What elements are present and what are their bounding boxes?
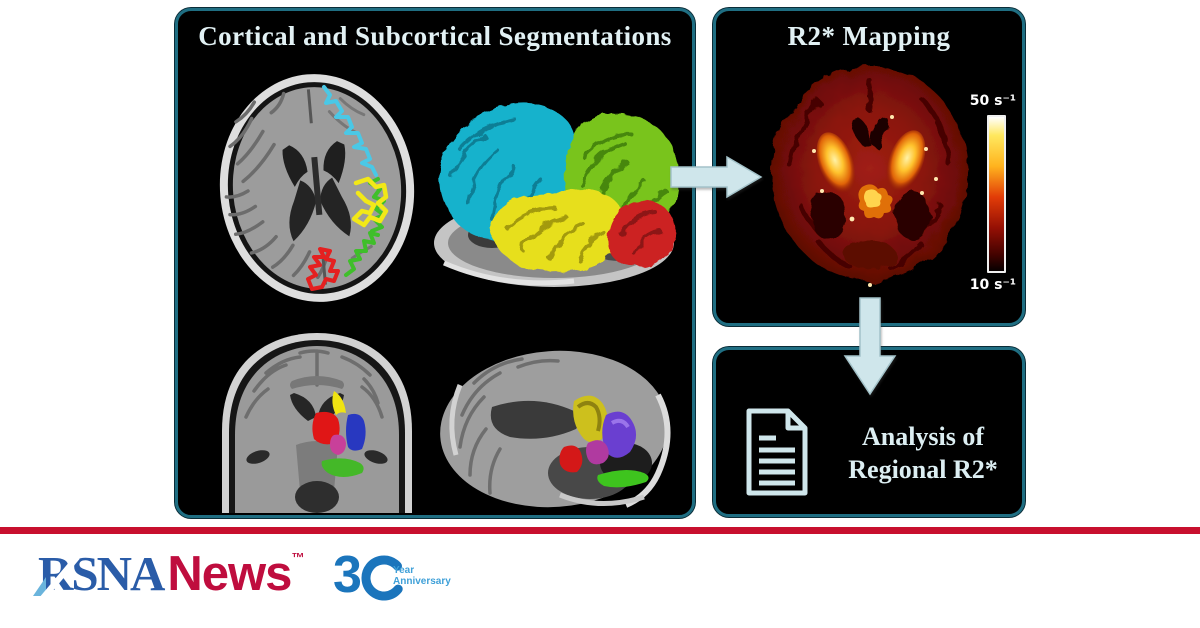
red-divider-line [0,527,1200,534]
anniversary-number: 3 [333,546,362,604]
r2-panel-title: R2* Mapping [787,21,951,51]
document-icon [746,408,808,496]
segmentation-panel: Cortical and Subcortical Segmentations [175,8,695,518]
anniversary-zero-ring [361,555,407,601]
rsna-news-logo: RSNA News™ [33,547,305,605]
r2-colorbar [987,115,1006,273]
trademark-symbol: ™ [291,550,305,565]
coronal-mri-subcortical-segmentation-image [222,333,412,513]
analysis-panel-title: Analysis of Regional R2* [828,420,1018,486]
anniversary-30-logo: 3 Year Anniversary [333,546,451,614]
axial-mri-cortical-segmentation-image [219,74,415,302]
rsna-text: RSNA [38,546,165,601]
arrow-down-icon [843,297,897,396]
arrow-right-icon [670,155,763,199]
anniversary-year-text: Year [393,565,415,576]
sagittal-mri-subcortical-segmentation-image [440,350,671,508]
brain-3d-lobes-image [434,103,679,287]
analysis-title-line1: Analysis of [861,422,985,451]
footer: RSNA News™ 3 Year Anniversary [0,534,1200,628]
anniversary-label-text: Anniversary [393,576,451,587]
analysis-panel: Analysis of Regional R2* [713,347,1025,517]
colorbar-max-label: 50 s⁻¹ [969,93,1016,109]
segmentation-panel-title: Cortical and Subcortical Segmentations [198,21,672,51]
rsna-wordmark: RSNA [33,549,165,605]
r2-mapping-panel: R2* Mapping [713,8,1025,326]
r2-star-map-image [772,65,968,287]
news-wordmark: News [167,547,292,601]
colorbar-min-label: 10 s⁻¹ [969,277,1016,293]
analysis-title-line2: Regional R2* [848,455,998,484]
rsna-logo-triangle [33,577,46,596]
